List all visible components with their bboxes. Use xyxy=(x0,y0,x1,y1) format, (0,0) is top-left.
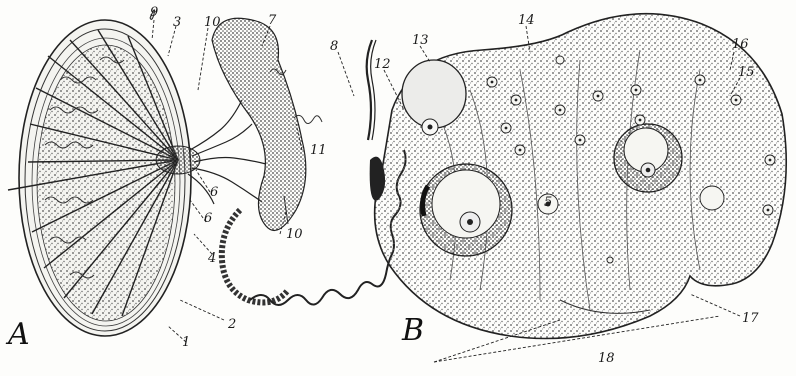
label-5: 5 xyxy=(544,196,552,209)
label-7: 7 xyxy=(268,14,276,27)
label-3: 3 xyxy=(173,16,181,29)
label-1: 1 xyxy=(182,336,190,349)
label-8: 8 xyxy=(330,40,338,53)
ovary-section xyxy=(370,14,787,339)
label-6-lower: 6 xyxy=(204,212,212,225)
panel-label-a: A xyxy=(8,320,30,350)
label-4: 4 xyxy=(208,252,216,265)
label-11: 11 xyxy=(310,144,327,157)
label-9: 9 xyxy=(150,6,158,19)
label-13: 13 xyxy=(412,34,429,47)
panel-label-b: B xyxy=(402,316,424,346)
label-10-bottom: 10 xyxy=(286,228,303,241)
label-14: 14 xyxy=(518,14,535,27)
label-18: 18 xyxy=(598,352,615,365)
label-10-top: 10 xyxy=(204,16,221,29)
label-2: 2 xyxy=(228,318,236,331)
label-12: 12 xyxy=(374,58,391,71)
label-6-upper: 6 xyxy=(210,186,218,199)
label-16: 16 xyxy=(732,38,749,51)
label-17: 17 xyxy=(742,312,759,325)
label-15: 15 xyxy=(738,66,755,79)
